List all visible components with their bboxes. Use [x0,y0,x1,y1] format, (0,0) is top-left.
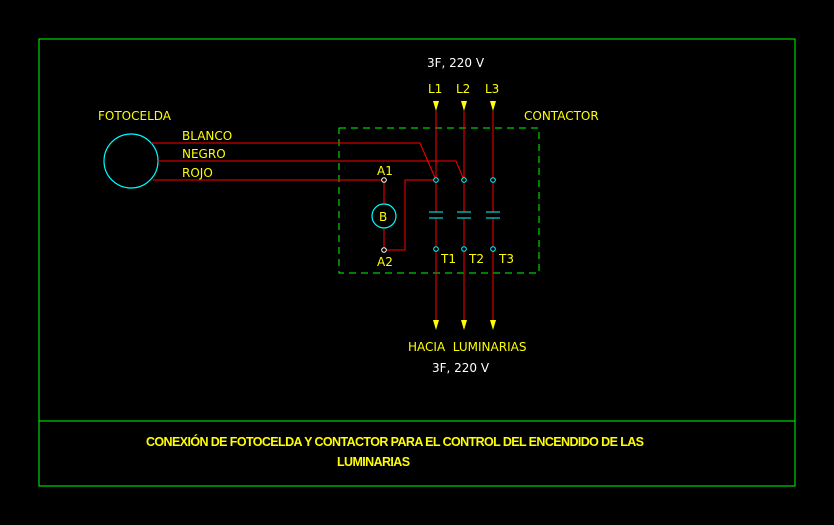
phase-l3-input-arrow [490,101,496,111]
phase-label-l3: L3 [485,82,499,96]
coil-terminals [381,177,387,253]
wire-a2-return [384,179,436,251]
title-line-2: LUMINARIAS [337,455,410,469]
phase-label-t1: T1 [440,252,456,266]
terminal-l3 [490,177,496,183]
title-line-1: CONEXIÓN DE FOTOCELDA Y CONTACTOR PARA E… [146,434,644,449]
coil-symbol-letter: B [379,210,387,224]
photocell-label: FOTOCELDA [98,109,172,123]
phase-label-l2: L2 [456,82,470,96]
terminal-l1 [433,177,439,183]
contactor-label: CONTACTOR [524,109,599,123]
phase-label-l1: L1 [428,82,442,96]
terminal-t2 [461,246,467,252]
phase-label-t2: T2 [468,252,484,266]
phase-t1-output-arrow [433,320,439,330]
drawing-frame [38,38,796,487]
wire-label-rojo: ROJO [182,166,213,180]
coil-symbol [371,203,397,229]
terminal-a1 [381,177,387,183]
control-wiring [151,111,494,320]
supply-top-label: 3F, 220 V [427,56,485,70]
phase-l1-input-arrow [433,101,439,111]
main-contacts [429,211,500,219]
phase-t3-output-arrow [490,320,496,330]
phase-t2-output-arrow [461,320,467,330]
phase-l2-input-arrow [461,101,467,111]
terminal-t3 [490,246,496,252]
contactor-enclosure [338,127,540,274]
terminal-a2 [381,247,387,253]
terminal-l2 [461,177,467,183]
coil-terminal-a2-label: A2 [377,255,393,269]
photocell-symbol [103,133,159,189]
wire-label-negro: NEGRO [182,147,226,161]
coil-terminal-a1-label: A1 [377,164,393,178]
wire-negro [157,160,465,181]
wire-blanco [151,142,437,181]
output-label: HACIA LUMINARIAS [408,340,526,354]
supply-bottom-label: 3F, 220 V [432,361,490,375]
phase-label-t3: T3 [498,252,514,266]
terminals [433,177,496,252]
terminal-t1 [433,246,439,252]
wire-label-blanco: BLANCO [182,129,232,143]
